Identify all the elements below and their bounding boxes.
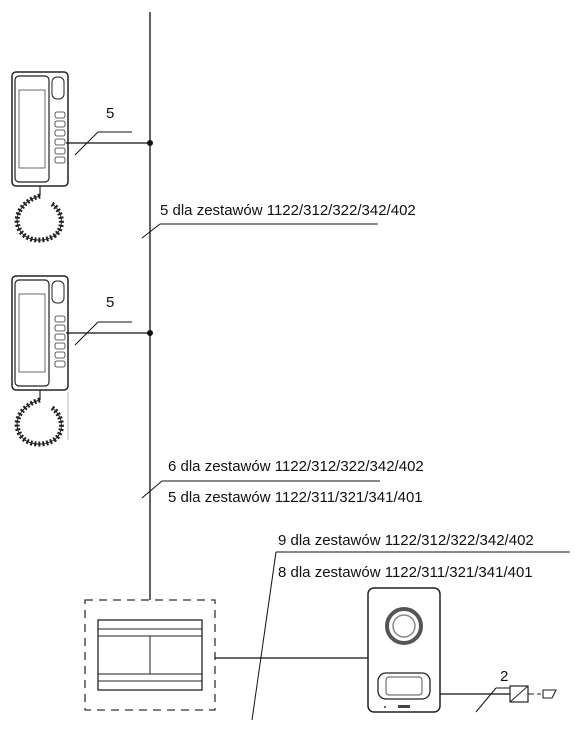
bus-segment-1-annotation: 5 dla zestawów 1122/312/322/342/402 [141, 202, 416, 239]
intercom-handset-icon [11, 71, 69, 243]
lock-link-label: 2 [500, 668, 508, 685]
bus-segment-1-label: 5 dla zestawów 1122/312/322/342/402 [160, 202, 416, 219]
lock-link-leader [475, 687, 497, 713]
intercom-handset-icon [11, 275, 69, 447]
bus-segment-2-label-1: 6 dla zestawów 1122/312/322/342/402 [168, 458, 424, 475]
handset-bottom: 5 [11, 275, 153, 447]
door-entry-panel-icon [367, 587, 441, 713]
junction-dot-top [147, 140, 153, 146]
din-rail-power-supply-icon [97, 619, 203, 691]
outdoor-link-label-1: 9 dla zestawów 1122/312/322/342/402 [278, 532, 534, 549]
outdoor-link-leader [251, 551, 277, 721]
outdoor-panel [367, 587, 441, 713]
junction-dot-bottom [147, 330, 153, 336]
handset-top: 5 [11, 71, 153, 243]
power-supply [84, 599, 216, 711]
wire-count-label-top: 5 [106, 105, 114, 122]
wire-count-label-bottom: 5 [106, 294, 114, 311]
electric-lock-icon [509, 685, 557, 703]
wire-count-leader-bottom [74, 321, 99, 346]
bus-segment-1-leader [141, 223, 161, 239]
power-supply-enclosure [84, 599, 216, 711]
bus-segment-2-annotation: 6 dla zestawów 1122/312/322/342/402 5 dl… [141, 458, 424, 506]
outdoor-link-label-2: 8 dla zestawów 1122/311/321/341/401 [278, 564, 533, 581]
outdoor-link-annotation: 9 dla zestawów 1122/312/322/342/402 8 dl… [251, 532, 570, 721]
electric-lock [509, 685, 557, 703]
wire-count-leader-top [74, 131, 99, 156]
bus-segment-2-label-2: 5 dla zestawów 1122/311/321/341/401 [168, 489, 423, 506]
bus-segment-2-leader [141, 480, 163, 499]
